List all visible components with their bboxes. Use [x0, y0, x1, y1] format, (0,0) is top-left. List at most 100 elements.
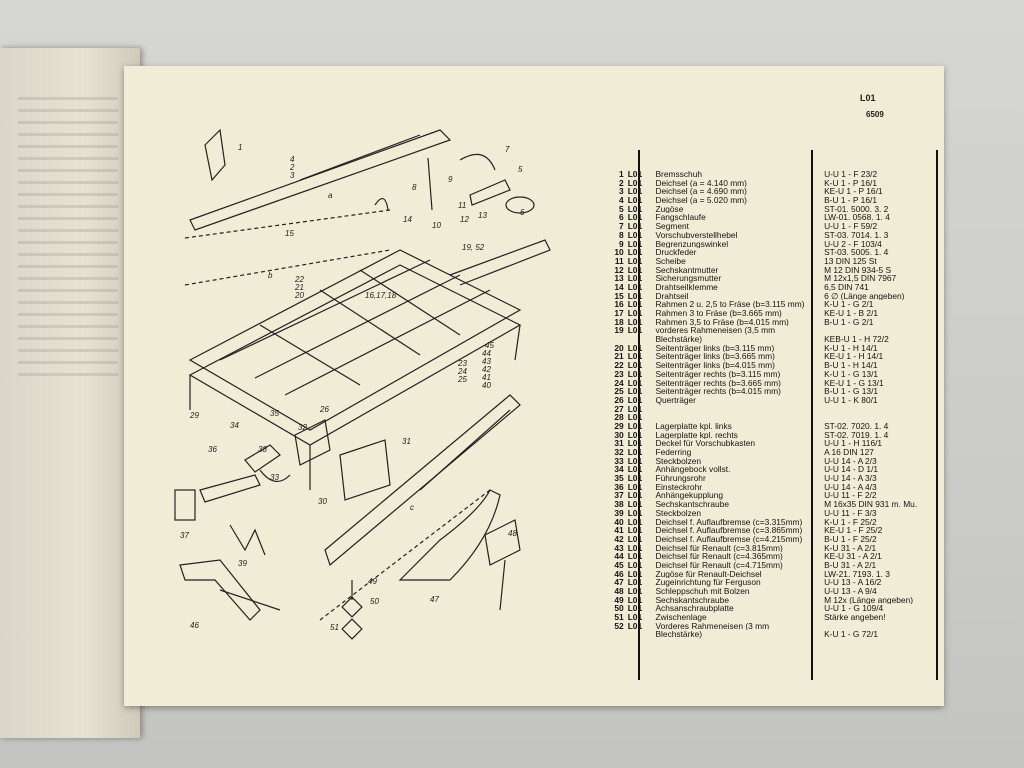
drawing-label: 33: [270, 473, 279, 482]
part-reference: B-U 1 - G 2/1: [824, 317, 874, 327]
part-name: Anhängekupplung: [655, 491, 723, 501]
part-reference: B-U 31 - A 2/1: [824, 560, 877, 570]
drawing-label: 39: [238, 559, 247, 568]
drawing-label: 34: [230, 421, 239, 430]
part-reference: 6 ∅ (Länge angeben): [824, 291, 905, 301]
drawing-label: 15: [285, 229, 294, 238]
part-number: 40: [614, 516, 624, 527]
part-code: L01: [627, 394, 643, 405]
part-code: L01: [627, 325, 643, 336]
drawing-label: 42: [482, 365, 491, 374]
part-number: 39: [614, 507, 624, 518]
part-code: L01: [627, 342, 643, 353]
drawing-label: 24: [457, 367, 467, 376]
drawing-label: 9: [448, 175, 453, 184]
part-name: Rahmen 2 u. 2,5 to Fräse (b=3.115 mm): [655, 300, 805, 309]
part-name: Fangschlaufe: [655, 213, 706, 223]
part-name: vorderes Rahmeneisen (3,5 mm: [655, 326, 776, 336]
part-reference: KE-U 31 - A 2/1: [824, 552, 882, 561]
drawing-label: 23: [457, 359, 467, 368]
part-name: Sechskantschraube: [655, 595, 730, 605]
part-number: 23: [614, 368, 624, 379]
table-row: Blechstärke)K-U 1 - G 72/1: [588, 630, 948, 639]
part-code: L01: [627, 568, 643, 579]
drawing-label: 25: [457, 375, 467, 384]
part-code: L01: [627, 577, 643, 588]
part-name: [653, 405, 820, 414]
drawing-label: 4: [290, 155, 295, 164]
part-reference: [820, 405, 948, 414]
part-number: 17: [614, 308, 624, 318]
part-code: L01: [627, 264, 643, 275]
part-number: 26: [614, 394, 624, 405]
part-reference: B-U 1 - G 13/1: [824, 387, 879, 396]
drawing-label: 2: [289, 163, 295, 172]
part-name: Seitenträger rechts (b=4.015 mm): [655, 387, 781, 396]
part-code: L01: [627, 403, 643, 414]
part-reference: KE-U 1 - G 13/1: [824, 378, 884, 388]
part-number: 3: [619, 186, 624, 197]
part-number: 52: [614, 620, 624, 631]
part-number: 11: [614, 255, 624, 266]
part-code: L01: [627, 612, 643, 623]
part-reference: [820, 413, 948, 422]
part-code: L01: [627, 603, 643, 614]
part-number: 19: [614, 325, 624, 336]
part-number: 4: [619, 195, 624, 206]
part-number: 49: [614, 594, 624, 605]
drawing-label: 3: [290, 171, 295, 180]
part-reference: KEB-U 1 - H 72/2: [824, 335, 889, 344]
part-reference: KE-U 1 - H 14/1: [824, 352, 884, 362]
part-code: [624, 630, 654, 639]
part-code: L01: [627, 290, 643, 301]
exploded-view-drawing: 1 4 2 3 7 5 6 8 9 10 11 12 13 14 15 a b …: [174, 128, 551, 640]
part-code: L01: [627, 464, 643, 475]
tow-shoe-part: [484, 519, 521, 566]
table-rule-mid: [811, 150, 813, 680]
part-number: 30: [614, 429, 624, 440]
part-number: 22: [614, 360, 624, 371]
part-reference: ST-02. 7019. 1. 4: [824, 430, 889, 440]
table-rule-left: [638, 150, 640, 680]
part-number: 31: [614, 438, 624, 449]
drawing-label: 6: [520, 208, 525, 217]
part-name: Begrenzungswinkel: [655, 239, 729, 249]
part-code: L01: [627, 559, 643, 570]
part-name: Zugöse für Renault-Deichsel: [655, 569, 762, 579]
part-number: 45: [614, 559, 624, 570]
drawing-label: 47: [430, 595, 439, 604]
part-name: Seitenträger links (b=3.115 mm): [655, 343, 775, 353]
part-code: L01: [627, 238, 643, 249]
part-number: 7: [619, 221, 624, 232]
drawing-label: c: [410, 503, 414, 512]
part-reference: B-U 1 - F 25/2: [824, 534, 877, 544]
part-reference: B-U 1 - H 14/1: [824, 361, 878, 370]
table-rule-right: [936, 150, 938, 680]
part-number: 16: [614, 299, 624, 310]
part-name: Rahmen 3,5 to Fräse (b=4.015 mm): [655, 317, 789, 327]
part-number: 9: [619, 238, 624, 249]
part-code: L01: [627, 533, 643, 544]
drawing-label: 46: [190, 621, 199, 630]
part-reference: U-U 2 - F 103/4: [824, 239, 882, 249]
part-number: 42: [614, 533, 624, 544]
part-reference: [820, 622, 948, 631]
part-name: Seitenträger rechts (b=3.115 mm): [655, 369, 781, 379]
part-code: L01: [627, 455, 643, 466]
part-code: L01: [627, 368, 643, 379]
part-number: 48: [614, 586, 624, 596]
